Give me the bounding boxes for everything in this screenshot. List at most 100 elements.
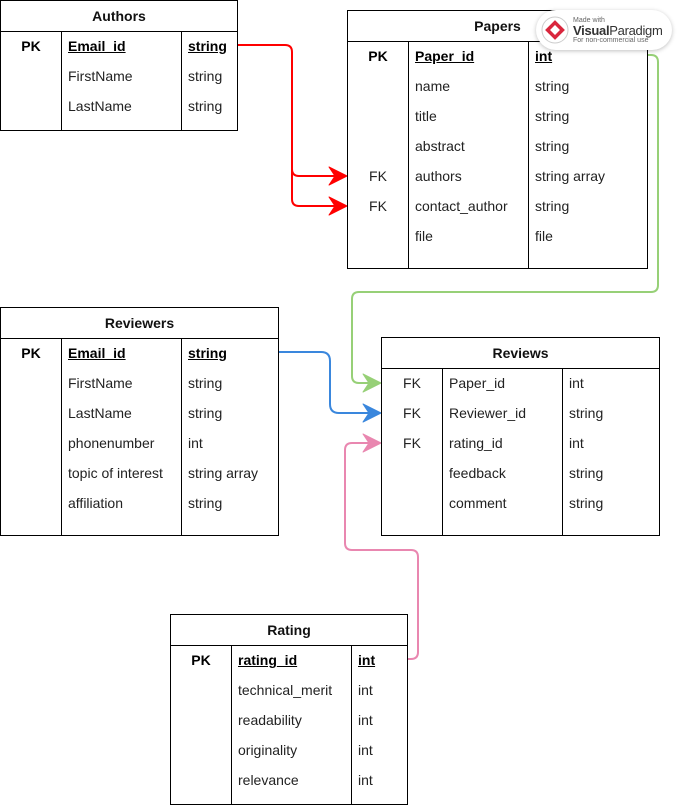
key-marker: PK: [191, 652, 211, 668]
attribute-name[interactable]: comment: [449, 495, 507, 511]
arrow-head: [362, 433, 382, 453]
key-marker: [1, 458, 61, 488]
key-marker: [171, 765, 231, 795]
attribute-type[interactable]: string: [188, 38, 227, 54]
attribute-type[interactable]: string: [569, 495, 604, 511]
entity-title: Papers: [348, 11, 647, 42]
arrow-head: [328, 166, 348, 186]
attribute-name[interactable]: title: [415, 108, 437, 124]
attribute-type[interactable]: string: [188, 495, 223, 511]
attribute-name[interactable]: phonenumber: [68, 435, 155, 451]
key-marker: [1, 91, 61, 121]
attribute-name[interactable]: topic of interest: [68, 465, 163, 481]
arrow-head: [328, 196, 348, 216]
key-marker: [1, 428, 61, 458]
key-marker: [1, 61, 61, 91]
attribute-type[interactable]: string: [535, 78, 570, 94]
entity-title: Rating: [171, 615, 407, 646]
key-marker: PK: [368, 48, 388, 64]
attribute-name[interactable]: LastName: [68, 405, 132, 421]
attribute-type[interactable]: string: [188, 345, 227, 361]
attribute-type[interactable]: string: [188, 405, 223, 421]
attribute-type[interactable]: string: [188, 375, 223, 391]
attribute-type[interactable]: int: [358, 682, 373, 698]
key-marker: PK: [21, 345, 41, 361]
attribute-name[interactable]: feedback: [449, 465, 506, 481]
attribute-type[interactable]: string: [535, 198, 570, 214]
key-marker: [382, 458, 442, 488]
key-marker: [171, 675, 231, 705]
attribute-name[interactable]: relevance: [238, 772, 299, 788]
key-marker: [382, 488, 442, 518]
attribute-name[interactable]: abstract: [415, 138, 465, 154]
key-marker: [171, 735, 231, 765]
connector-authors-papers-authors: [238, 44, 335, 177]
attribute-type[interactable]: int: [569, 435, 584, 451]
attribute-name[interactable]: rating_id: [449, 435, 503, 451]
attribute-type[interactable]: int: [358, 772, 373, 788]
key-marker: [348, 71, 408, 101]
attribute-type[interactable]: int: [569, 375, 584, 391]
attribute-type[interactable]: int: [358, 742, 373, 758]
attribute-type[interactable]: string: [535, 138, 570, 154]
connector-authors-papers-contact: [291, 169, 335, 207]
attribute-name[interactable]: Paper_id: [449, 375, 506, 391]
key-marker: PK: [21, 38, 41, 54]
attribute-type[interactable]: string array: [535, 168, 606, 184]
attribute-name[interactable]: affiliation: [68, 495, 124, 511]
arrow-head: [362, 373, 382, 393]
connector-reviewers-reviews: [279, 351, 369, 414]
attribute-type[interactable]: int: [535, 48, 553, 64]
attribute-type[interactable]: string: [535, 108, 570, 124]
key-marker: FK: [403, 405, 421, 421]
arrow-head: [362, 403, 382, 423]
attribute-name[interactable]: authors: [415, 168, 462, 184]
key-marker: FK: [403, 375, 421, 391]
attribute-type[interactable]: int: [358, 712, 373, 728]
attribute-name[interactable]: FirstName: [68, 68, 133, 84]
key-marker: FK: [369, 198, 387, 214]
attribute-type[interactable]: int: [358, 652, 376, 668]
attribute-name[interactable]: FirstName: [68, 375, 133, 391]
attribute-name[interactable]: technical_merit: [238, 682, 333, 698]
key-marker: [1, 488, 61, 518]
attribute-type[interactable]: string: [188, 98, 223, 114]
attribute-name[interactable]: Email_id: [68, 38, 126, 54]
key-marker: [348, 101, 408, 131]
key-marker: FK: [403, 435, 421, 451]
attribute-name[interactable]: file: [415, 228, 433, 244]
attribute-type[interactable]: string: [569, 405, 604, 421]
attribute-name[interactable]: name: [415, 78, 451, 94]
visual-paradigm-logo-icon: [541, 16, 569, 44]
key-marker: [1, 398, 61, 428]
attribute-type[interactable]: string array: [188, 465, 259, 481]
visual-paradigm-watermark: Made with VisualParadigm For non-commerc…: [536, 10, 672, 50]
entity-title: Reviewers: [1, 308, 278, 339]
attribute-name[interactable]: Paper_id: [415, 48, 475, 64]
key-marker: [1, 368, 61, 398]
attribute-name[interactable]: contact_author: [415, 198, 508, 214]
key-marker: [171, 705, 231, 735]
attribute-name[interactable]: readability: [238, 712, 302, 728]
key-marker: FK: [369, 168, 387, 184]
entity-papers[interactable]: Papers PK Paper_id int name string title strin…: [347, 10, 648, 269]
attribute-type[interactable]: file: [535, 228, 553, 244]
watermark-line1: Made with: [573, 16, 605, 24]
key-marker: [348, 221, 408, 251]
attribute-name[interactable]: rating_id: [238, 652, 298, 668]
attribute-name[interactable]: originality: [238, 742, 298, 758]
attribute-type[interactable]: string: [188, 68, 223, 84]
watermark-brand: VisualParadigm: [573, 22, 663, 38]
attribute-name[interactable]: Email_id: [68, 345, 126, 361]
attribute-type[interactable]: string: [569, 465, 604, 481]
watermark-line3: For non-commercial use: [573, 36, 649, 44]
entity-title: Reviews: [382, 338, 659, 369]
attribute-type[interactable]: int: [188, 435, 203, 451]
attribute-name[interactable]: Reviewer_id: [449, 405, 527, 421]
entity-title: Authors: [1, 1, 237, 32]
attribute-name[interactable]: LastName: [68, 98, 132, 114]
